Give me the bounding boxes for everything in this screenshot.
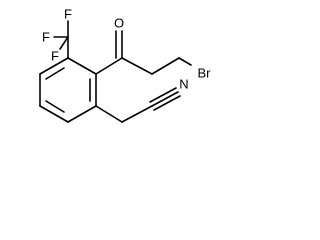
oxygen-label: O bbox=[114, 16, 124, 31]
chemical-structure-diagram: F F F O Br N bbox=[39, 7, 211, 123]
ring-inner-double-bond bbox=[45, 100, 65, 113]
nitrile-triple-bond bbox=[151, 91, 179, 107]
aryl-ch2-bond bbox=[95, 105, 123, 123]
chain-bond bbox=[151, 57, 180, 75]
ring-bond bbox=[39, 105, 69, 123]
nitrile-triple-bond bbox=[149, 87, 177, 103]
ring-bond bbox=[39, 57, 69, 75]
ring-bond bbox=[67, 57, 97, 75]
fluorine-label-top: F bbox=[64, 7, 72, 22]
c-br-bond bbox=[178, 57, 192, 66]
atom-labels: F F F O Br N bbox=[42, 7, 211, 92]
ring-inner-double-bond bbox=[45, 67, 65, 80]
nitrile-triple-bond bbox=[153, 95, 181, 111]
fluorine-label-left: F bbox=[42, 30, 50, 45]
bromine-label: Br bbox=[198, 66, 212, 81]
ch2-cn-bond bbox=[121, 105, 153, 123]
nitrogen-label: N bbox=[179, 77, 188, 92]
fluorine-label-bottom: F bbox=[51, 49, 59, 64]
ring-bond bbox=[67, 105, 97, 123]
c-f-bond bbox=[59, 36, 69, 50]
chain-bond bbox=[121, 57, 153, 75]
bond-set bbox=[39, 20, 192, 123]
aryl-carbonyl-bond bbox=[95, 57, 123, 75]
